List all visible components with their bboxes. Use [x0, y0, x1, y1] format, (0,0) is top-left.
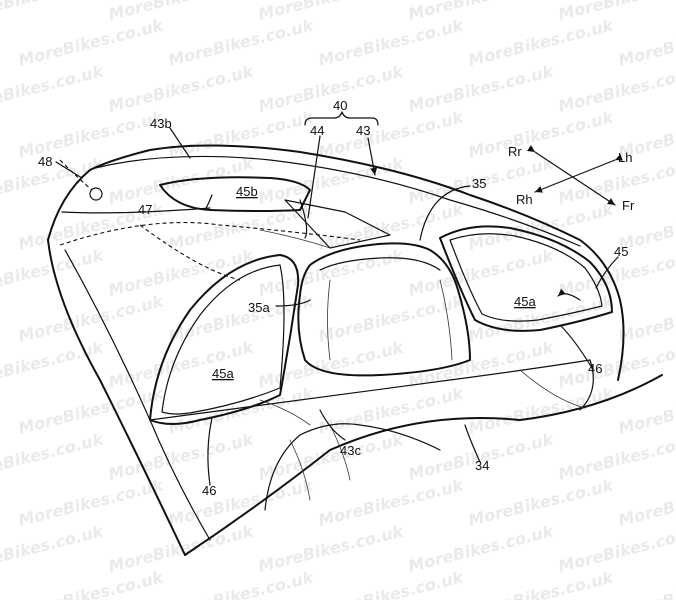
- watermark-text: MoreBikes.co.uk: [616, 15, 676, 70]
- ref-45a-left: 45a: [212, 366, 234, 381]
- watermark-text: MoreBikes.co.uk: [406, 337, 556, 392]
- watermark-text: MoreBikes.co.uk: [466, 567, 616, 600]
- watermark-text: MoreBikes.co.uk: [466, 15, 616, 70]
- watermark-text: MoreBikes.co.uk: [316, 291, 466, 346]
- watermark-text: MoreBikes.co.uk: [466, 291, 616, 346]
- watermark-text: MoreBikes.co.uk: [616, 383, 676, 438]
- watermark-text: MoreBikes.co.uk: [466, 107, 616, 162]
- watermark-text: MoreBikes.co.uk: [316, 567, 466, 600]
- hidden-outline-48: [59, 159, 361, 281]
- watermark-text: MoreBikes.co.uk: [466, 475, 616, 530]
- ref-43c: 43c: [340, 443, 361, 458]
- watermark-text: MoreBikes.co.uk: [106, 61, 256, 116]
- watermark-text: MoreBikes.co.uk: [556, 521, 676, 576]
- ref-44: 44: [310, 123, 324, 138]
- ref-48: 48: [38, 154, 52, 169]
- watermark-text: MoreBikes.co.uk: [0, 0, 106, 24]
- watermark-text: MoreBikes.co.uk: [106, 0, 256, 24]
- brace-40: [304, 111, 379, 126]
- watermark-text: MoreBikes.co.uk: [16, 383, 166, 438]
- watermark-text: MoreBikes.co.uk: [616, 475, 676, 530]
- direction-indicator: Rr Lh Rh Fr: [508, 144, 635, 213]
- watermark-text: MoreBikes.co.uk: [556, 0, 676, 24]
- ref-45b: 45b: [236, 184, 258, 199]
- watermark-text: MoreBikes.co.uk: [316, 475, 466, 530]
- direction-lh-label: Lh: [618, 150, 632, 165]
- watermark-text: MoreBikes.co.uk: [0, 337, 106, 392]
- ref-45a-right: 45a: [514, 294, 536, 309]
- ref-35: 35: [472, 176, 486, 191]
- ref-47: 47: [138, 202, 152, 217]
- rear-cowl-body: [47, 144, 663, 556]
- ref-43: 43: [356, 123, 370, 138]
- ref-46-right: 46: [588, 361, 602, 376]
- watermark-text: MoreBikes.co.uk: [256, 337, 406, 392]
- watermark-text: MoreBikes.co.uk: [406, 245, 556, 300]
- watermark-text: MoreBikes.co.uk: [556, 337, 676, 392]
- watermark-text: MoreBikes.co.uk: [16, 567, 166, 600]
- watermark-text: MoreBikes.co.uk: [406, 521, 556, 576]
- watermark-text: MoreBikes.co.uk: [556, 429, 676, 484]
- right-opening-45a: [439, 225, 613, 332]
- watermark-text: MoreBikes.co.uk: [0, 429, 106, 484]
- direction-fr-label: Fr: [622, 198, 635, 213]
- watermark-text: MoreBikes.co.uk: [16, 15, 166, 70]
- watermark-text: MoreBikes.co.uk: [616, 291, 676, 346]
- watermark-text: MoreBikes.co.uk: [0, 521, 106, 576]
- watermark-text: MoreBikes.co.uk: [406, 61, 556, 116]
- ref-40: 40: [333, 98, 347, 113]
- watermark-text: MoreBikes.co.uk: [16, 475, 166, 530]
- watermark-text: MoreBikes.co.uk: [406, 429, 556, 484]
- watermark-text: MoreBikes.co.uk: [166, 567, 316, 600]
- watermark-text: MoreBikes.co.uk: [256, 521, 406, 576]
- watermark-text: MoreBikes.co.uk: [316, 107, 466, 162]
- ref-46-left: 46: [202, 483, 216, 498]
- watermark-text: MoreBikes.co.uk: [256, 61, 406, 116]
- center-hump-35: [297, 242, 471, 377]
- reference-numerals: 40 44 43 43b 48 45b 47 35 35a 45 45a 45a…: [38, 98, 628, 498]
- watermark-text: MoreBikes.co.uk: [316, 15, 466, 70]
- ref-34: 34: [475, 458, 489, 473]
- watermark-text: MoreBikes.co.uk: [556, 153, 676, 208]
- watermark-text: MoreBikes.co.uk: [616, 567, 676, 600]
- direction-rr-label: Rr: [508, 144, 522, 159]
- watermark-text: MoreBikes.co.uk: [556, 61, 676, 116]
- leader-lines: [55, 111, 619, 486]
- ref-45: 45: [614, 244, 628, 259]
- duct-44: [259, 199, 391, 249]
- watermark-text: MoreBikes.co.uk: [166, 15, 316, 70]
- watermark-text: MoreBikes.co.uk: [0, 153, 106, 208]
- direction-rh-label: Rh: [516, 192, 533, 207]
- ref-35a: 35a: [248, 300, 270, 315]
- watermark-text: MoreBikes.co.uk: [466, 383, 616, 438]
- watermark-text: MoreBikes.co.uk: [0, 61, 106, 116]
- watermark-text: MoreBikes.co.uk: [256, 0, 406, 24]
- watermark-text: MoreBikes.co.uk: [256, 429, 406, 484]
- watermark-text: MoreBikes.co.uk: [406, 0, 556, 24]
- watermark-text: MoreBikes.co.uk: [0, 245, 106, 300]
- watermark-text: MoreBikes.co.uk: [166, 107, 316, 162]
- left-opening-45a: [149, 254, 300, 425]
- ref-43b: 43b: [150, 116, 172, 131]
